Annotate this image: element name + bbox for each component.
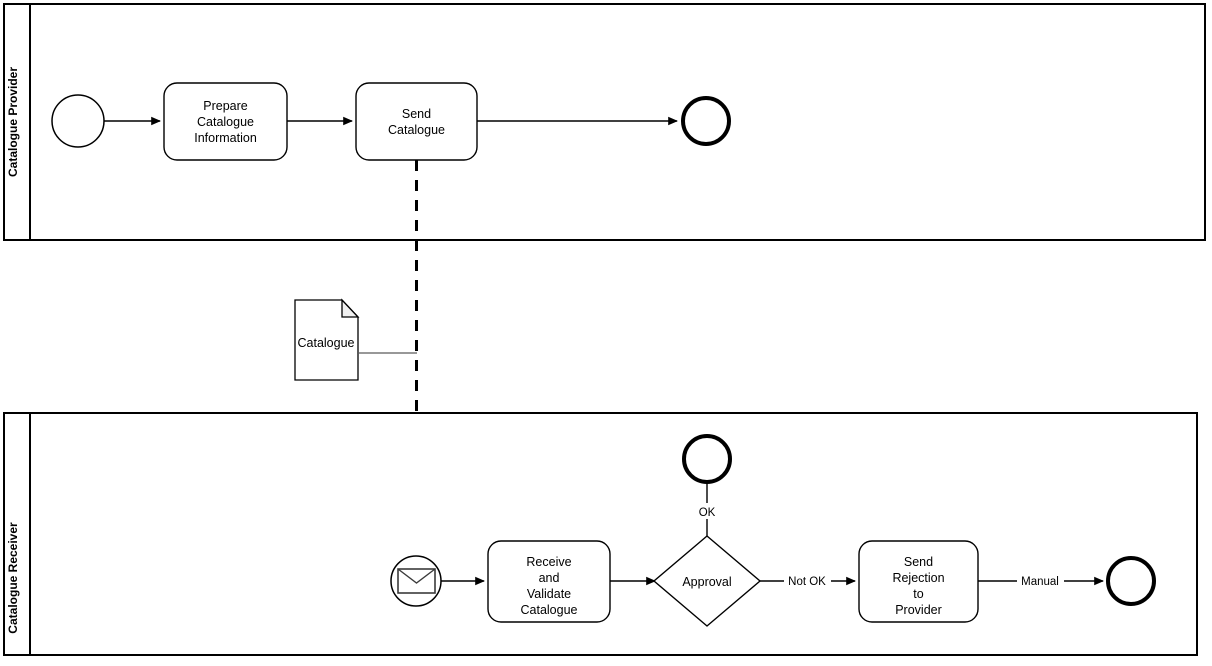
start-event-provider[interactable] bbox=[51, 94, 105, 148]
task-send-catalogue[interactable]: Send Catalogue bbox=[355, 82, 478, 161]
end-event-ok[interactable] bbox=[682, 434, 732, 484]
gateway-approval-diamond[interactable] bbox=[652, 535, 762, 627]
end-event-ok-circle[interactable] bbox=[682, 434, 732, 484]
task-rejection-line-3: to bbox=[913, 587, 923, 601]
gateway-approval-label: Approval bbox=[682, 575, 731, 589]
flow-label-not-ok: Not OK bbox=[788, 576, 826, 588]
task-receive-line-1: Receive bbox=[526, 555, 571, 569]
task-receive-line-3: Validate bbox=[527, 587, 571, 601]
task-send-rejection-to-provider[interactable]: Send Rejection to Provider bbox=[858, 540, 979, 623]
end-event-provider[interactable] bbox=[681, 96, 731, 146]
flow-label-not-ok-backdrop bbox=[784, 572, 831, 588]
task-send-box[interactable] bbox=[355, 82, 478, 161]
message-start-event-receiver[interactable] bbox=[390, 555, 442, 607]
end-event-manual[interactable] bbox=[1106, 556, 1156, 606]
envelope-flap-icon bbox=[397, 568, 436, 584]
flow-label-ok-backdrop bbox=[692, 503, 723, 519]
task-prepare-line-2: Catalogue bbox=[197, 115, 254, 129]
task-prepare-line-1: Prepare bbox=[203, 99, 248, 113]
task-prepare-line-3: Information bbox=[194, 131, 257, 145]
flow-label-manual-backdrop bbox=[1017, 572, 1064, 588]
task-rejection-line-1: Send bbox=[904, 555, 933, 569]
data-object-label: Catalogue bbox=[298, 336, 355, 350]
task-send-line-2: Catalogue bbox=[388, 123, 445, 137]
task-receive-line-2: and bbox=[539, 571, 560, 585]
end-event-manual-circle[interactable] bbox=[1106, 556, 1156, 606]
task-prepare-catalogue-information[interactable]: Prepare Catalogue Information bbox=[163, 82, 288, 161]
data-object-catalogue[interactable]: Catalogue bbox=[294, 298, 360, 381]
document-fold-icon bbox=[341, 298, 360, 318]
task-receive-and-validate-catalogue[interactable]: Receive and Validate Catalogue bbox=[487, 540, 611, 623]
gateway-approval[interactable]: Approval bbox=[652, 535, 762, 627]
task-send-line-1: Send bbox=[402, 107, 431, 121]
start-event-circle[interactable] bbox=[51, 94, 105, 148]
task-receive-line-4: Catalogue bbox=[521, 603, 578, 617]
pool-provider-label: Catalogue Provider bbox=[6, 67, 20, 177]
document-icon[interactable] bbox=[294, 299, 359, 381]
task-rejection-line-2: Rejection bbox=[892, 571, 944, 585]
task-rejection-line-4: Provider bbox=[895, 603, 942, 617]
flow-label-ok: OK bbox=[699, 507, 716, 519]
flow-label-manual: Manual bbox=[1021, 576, 1059, 588]
end-event-provider-circle[interactable] bbox=[681, 96, 731, 146]
pool-receiver-label: Catalogue Receiver bbox=[6, 522, 20, 634]
